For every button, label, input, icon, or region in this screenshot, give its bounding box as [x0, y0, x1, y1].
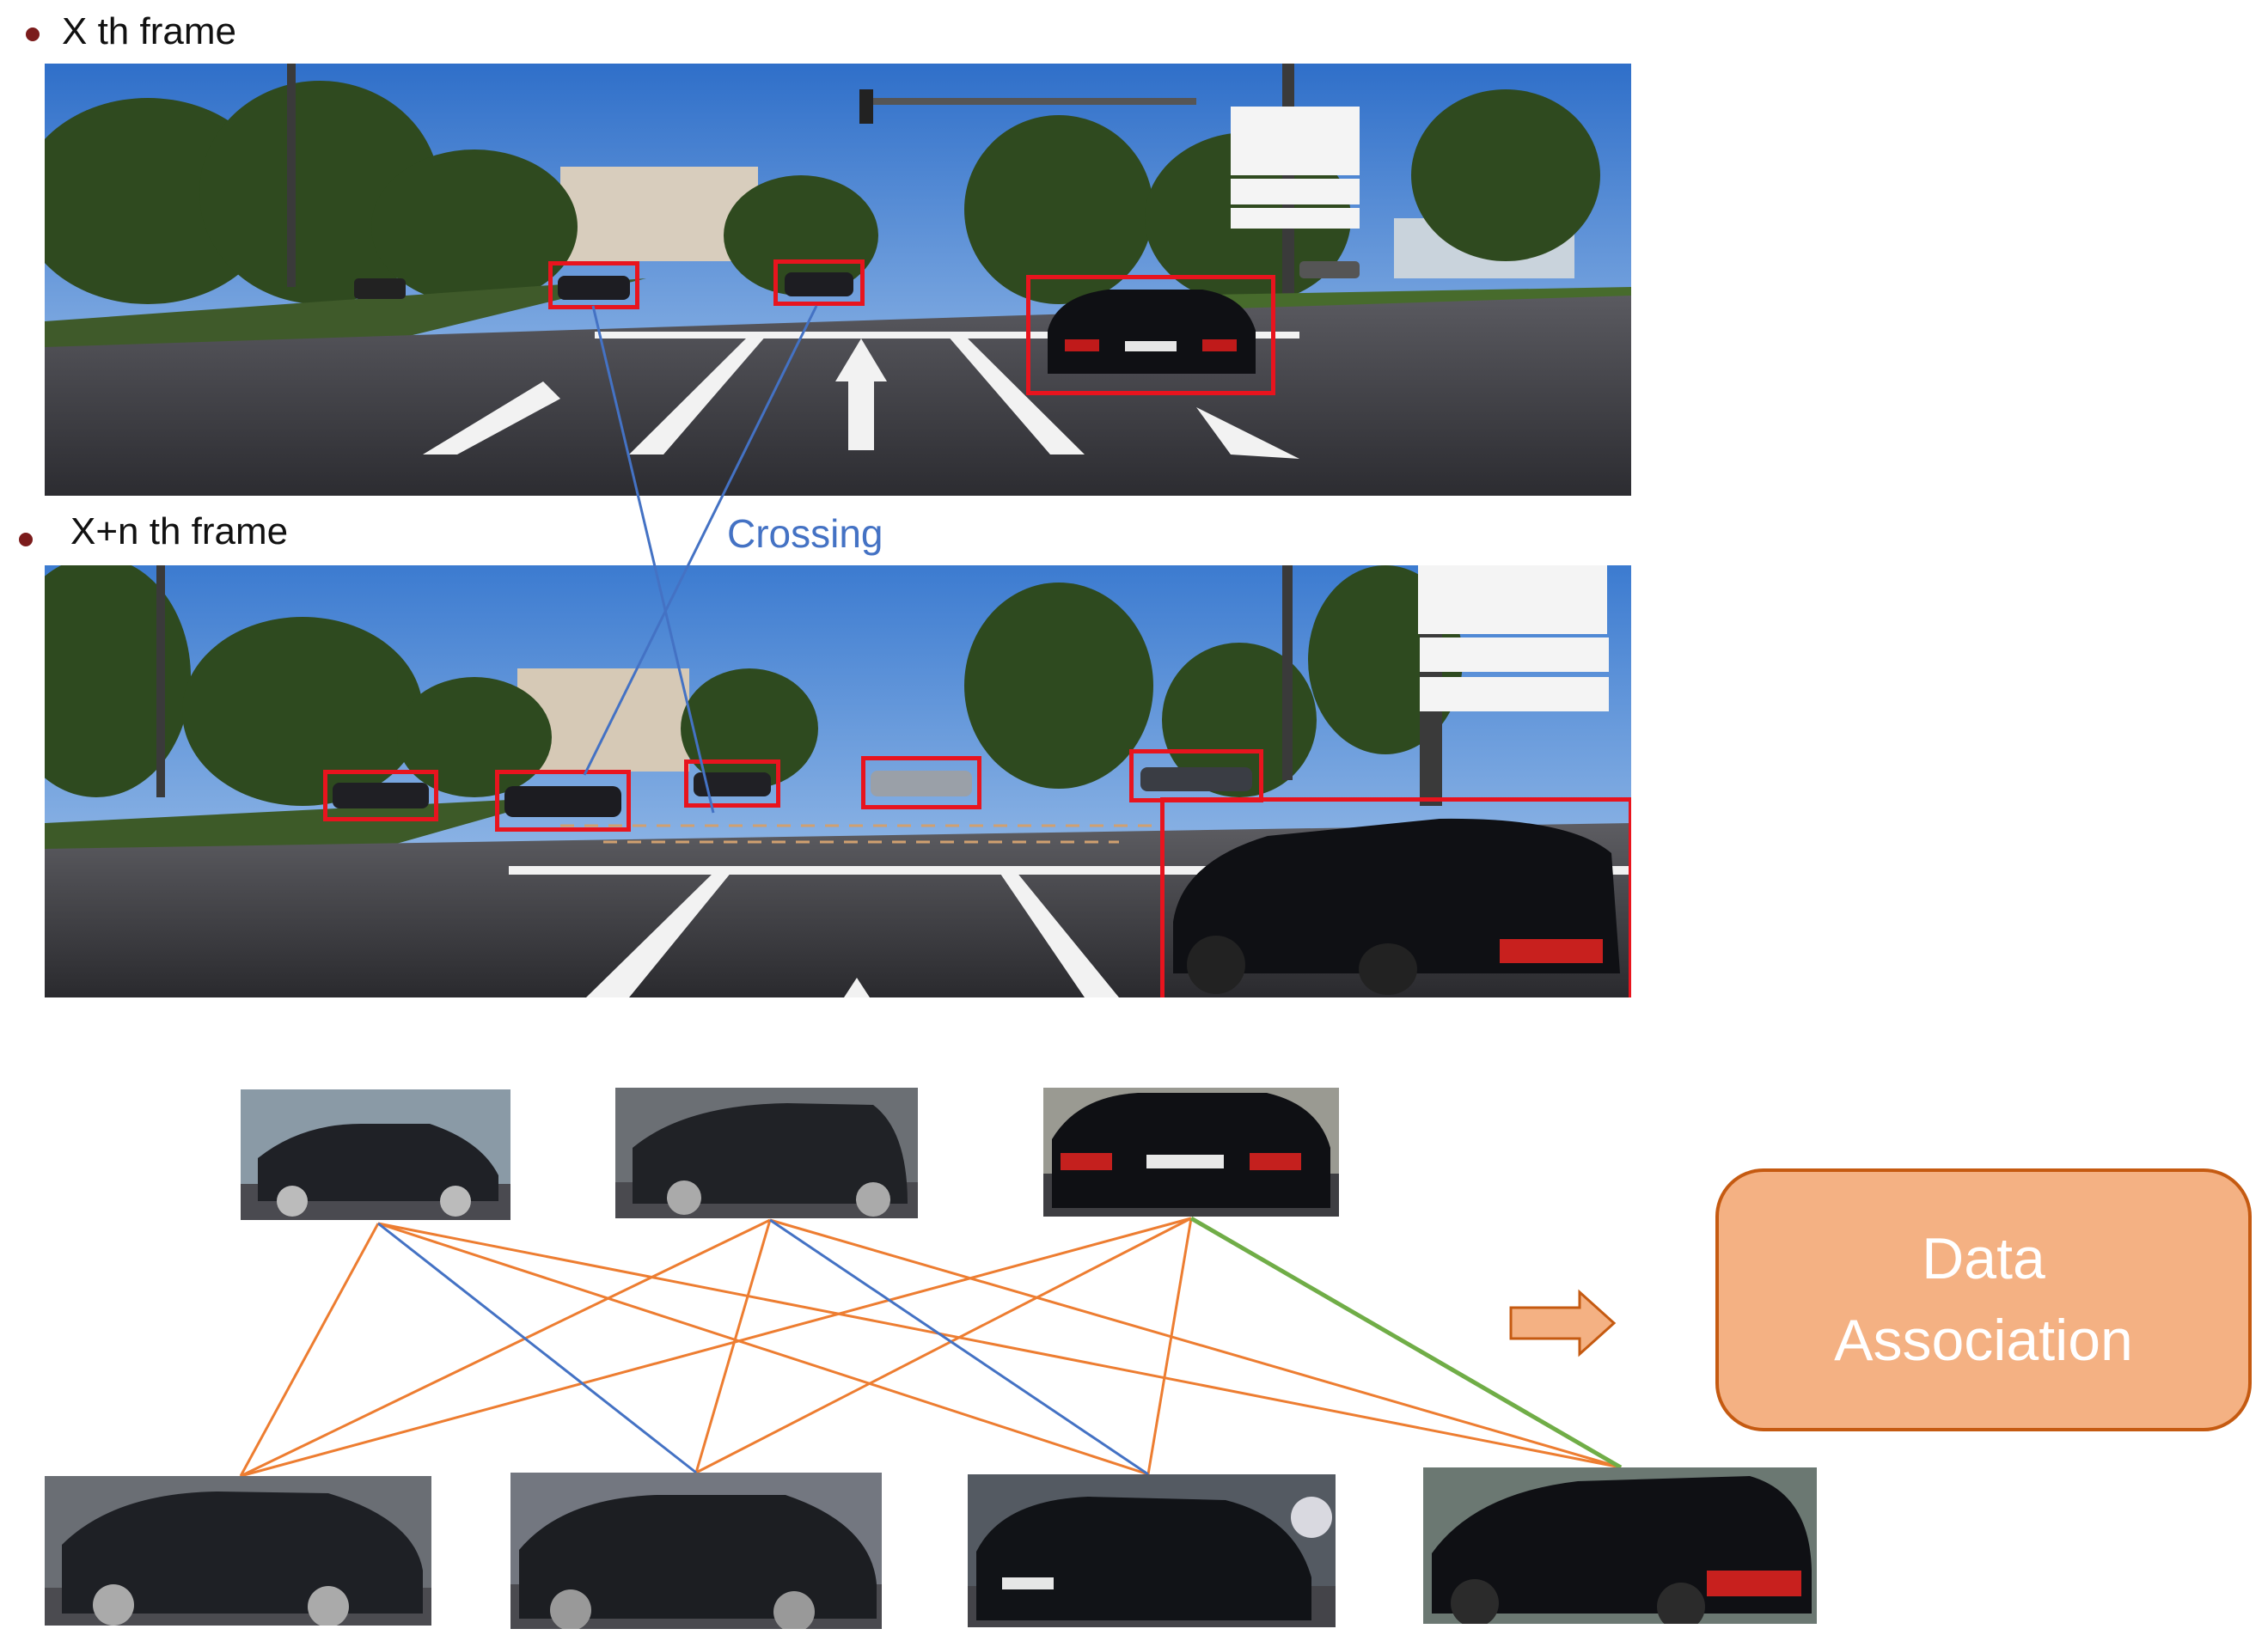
- orange-link: [769, 1218, 1622, 1469]
- car-crop-d: [1423, 1467, 1817, 1624]
- orange-link: [1146, 1217, 1193, 1475]
- bullet-top: [26, 27, 40, 41]
- car-crop-3: [1043, 1088, 1339, 1217]
- blue-link: [377, 1222, 697, 1474]
- car-crop-a: [45, 1476, 431, 1626]
- data-association-label: Data Association: [1834, 1225, 2133, 1373]
- detection-box: [323, 770, 438, 821]
- car-crop-2: [615, 1088, 918, 1218]
- bullet-bottom: [19, 533, 33, 546]
- right-arrow-icon: [1509, 1289, 1617, 1357]
- bottom-frame-image: [45, 565, 1631, 997]
- orange-link: [694, 1219, 772, 1473]
- orange-link: [239, 1223, 380, 1477]
- orange-link: [240, 1217, 1192, 1478]
- detection-box: [1129, 749, 1263, 802]
- detection-box: [495, 770, 631, 832]
- orange-link: [377, 1222, 1149, 1476]
- orange-link: [377, 1222, 1622, 1469]
- top-frame-image: [45, 64, 1631, 496]
- data-association-box: Data Association: [1715, 1168, 2252, 1431]
- orange-link: [695, 1217, 1192, 1474]
- car-crop-c: [968, 1474, 1336, 1627]
- detection-box: [861, 756, 981, 809]
- crossing-label: Crossing: [727, 511, 883, 556]
- detection-box: [1160, 797, 1631, 997]
- top-frame-label: X th frame: [62, 10, 236, 52]
- car-crop-b: [510, 1473, 882, 1629]
- detection-box: [684, 759, 780, 808]
- blue-link: [769, 1218, 1149, 1476]
- car-crop-1: [241, 1089, 510, 1220]
- detection-box: [548, 261, 639, 309]
- orange-link: [240, 1218, 771, 1478]
- detection-box: [773, 259, 865, 306]
- bottom-frame-label: X+n th frame: [70, 510, 289, 552]
- detection-box: [1026, 275, 1275, 395]
